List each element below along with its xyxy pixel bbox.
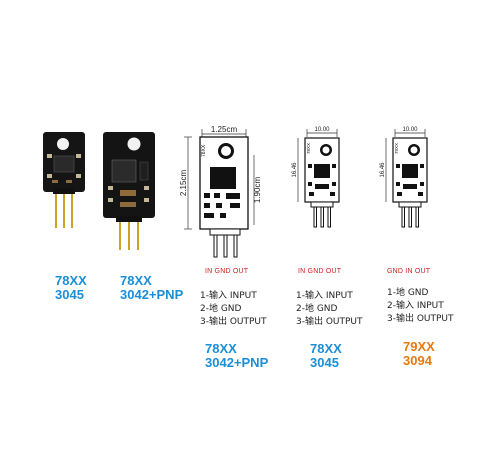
pin-list: 1-输入 INPUT 2-地 GND 3-输出 OUTPUT (200, 290, 267, 329)
body-height-label: 1.90cm (253, 177, 262, 204)
dimension-diagram-3045: 10.00 16.46 78XX (292, 127, 340, 228)
pin-header (398, 201, 422, 208)
mounting-hole (57, 138, 69, 150)
pin-item: 1-输入 INPUT (200, 291, 257, 301)
mounting-hole (127, 137, 141, 151)
height-label: 16.46 (380, 162, 386, 178)
pin-item: 3-输出 OUTPUT (387, 314, 454, 324)
module-photo-3045 (43, 132, 85, 228)
pin-list: 1-地 GND 2-输入 INPUT 3-输出 OUTPUT (387, 287, 454, 326)
product-series: 78XX (55, 273, 87, 288)
silk-label: 78XX (306, 143, 311, 154)
product-series: 79XX (403, 339, 435, 354)
pin-item: 3-输出 OUTPUT (200, 317, 267, 327)
product-model: 3045 (310, 355, 339, 370)
diagram-model-3094: 79XX 3094 (403, 340, 435, 368)
height-label: 2.15cm (180, 170, 188, 197)
pin (71, 194, 73, 228)
diagram-model-3045: 78XX 3045 (310, 342, 342, 370)
pin (320, 206, 324, 228)
pin (128, 222, 130, 250)
regulator-chip (402, 164, 418, 178)
pin (313, 206, 317, 228)
pin (213, 234, 218, 258)
pin-header (310, 201, 334, 208)
pin-order-header: GND IN OUT (387, 268, 431, 275)
product-series: 78XX (310, 341, 342, 356)
pin (233, 234, 238, 258)
pin-item: 2-地 GND (296, 304, 338, 314)
product-series: 78XX (120, 273, 152, 288)
regulator-chip (53, 155, 75, 173)
regulator-chip (111, 159, 137, 183)
height-label: 16.46 (292, 162, 298, 178)
pin (408, 206, 412, 228)
silk-label: 78XX (201, 144, 207, 157)
pin-item: 1-地 GND (387, 288, 429, 298)
pin-item: 2-地 GND (200, 304, 242, 314)
pin-item: 2-输入 INPUT (387, 301, 444, 311)
pin-order-header: IN GND OUT (205, 268, 249, 275)
product-label-3045: 78XX 3045 (55, 274, 87, 302)
pin-order-header: IN GND OUT (298, 268, 342, 275)
pin (415, 206, 419, 228)
product-model: 3094 (403, 353, 432, 368)
pin-list: 1-输入 INPUT 2-地 GND 3-输出 OUTPUT (296, 290, 363, 329)
dimension-diagram-3094: 10.00 16.46 79XX (380, 127, 428, 228)
width-label: 10.00 (314, 127, 330, 133)
product-series: 78XX (205, 341, 237, 356)
regulator-chip (210, 167, 236, 189)
pin-header-plastic (116, 216, 142, 222)
width-label: 1.25cm (211, 125, 238, 134)
product-model: 3042+PNP (120, 287, 184, 302)
dimension-diagram-3042: 1.25cm 2.15cm 1.90cm 78XX (180, 125, 262, 258)
regulator-chip (314, 164, 330, 178)
pin-header (209, 228, 241, 236)
silk-label: 79XX (394, 143, 399, 154)
pin (137, 222, 139, 250)
pin (55, 194, 57, 228)
pin (63, 194, 65, 228)
pin (327, 206, 331, 228)
pin-item: 1-输入 INPUT (296, 291, 353, 301)
pin-header-plastic (53, 188, 75, 194)
product-model: 3045 (55, 287, 84, 302)
product-model: 3042+PNP (205, 355, 269, 370)
module-photo-3042 (103, 132, 155, 250)
product-label-3042: 78XX 3042+PNP (120, 274, 183, 302)
pin (119, 222, 121, 250)
pin-item: 3-输出 OUTPUT (296, 317, 363, 327)
diagram-model-3042: 78XX 3042+PNP (205, 342, 268, 370)
pin (223, 234, 228, 258)
width-label: 10.00 (402, 127, 418, 133)
pin (401, 206, 405, 228)
